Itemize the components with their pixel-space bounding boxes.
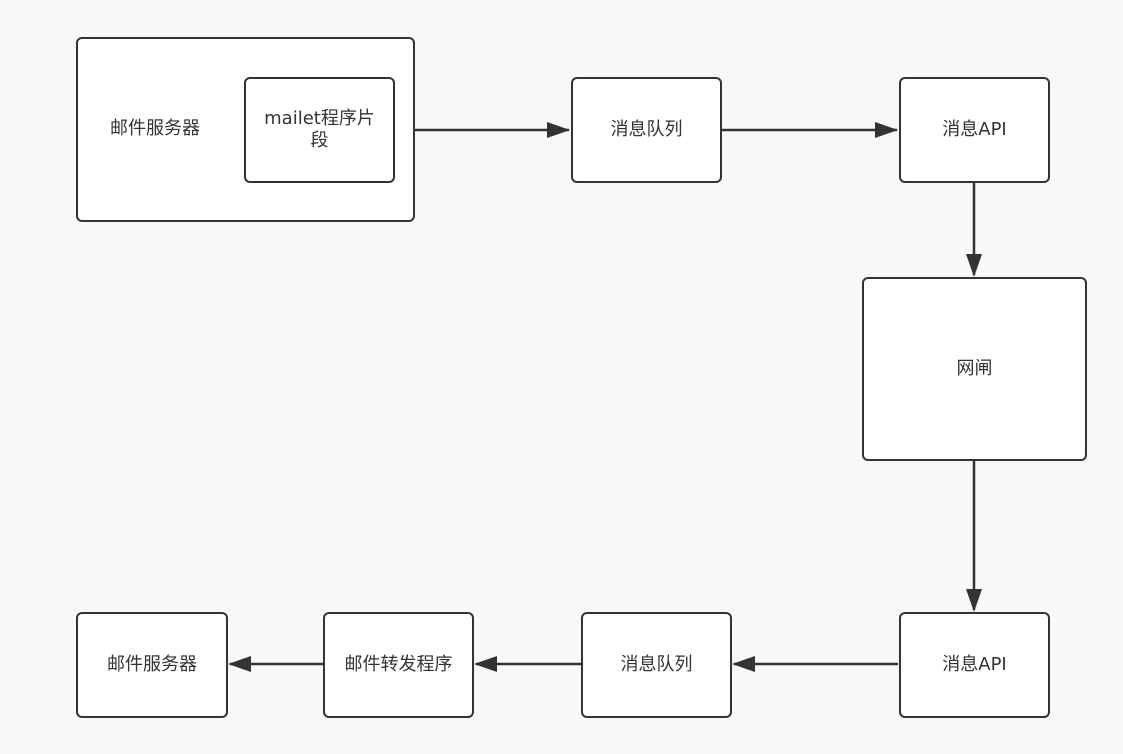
api-node-top[interactable]: 消息API xyxy=(899,77,1050,183)
forwarder-label: 邮件转发程序 xyxy=(344,654,453,675)
queue-node-bottom[interactable]: 消息队列 xyxy=(581,612,732,718)
mail-server-bottom-label: 邮件服务器 xyxy=(107,654,197,675)
gateway-node[interactable]: 网闸 xyxy=(862,277,1087,461)
mail-server-top-label: 邮件服务器 xyxy=(110,118,200,139)
mail-server-node-bottom[interactable]: 邮件服务器 xyxy=(76,612,228,718)
queue-bottom-label: 消息队列 xyxy=(620,654,693,675)
api-bottom-label: 消息API xyxy=(942,654,1007,675)
forwarder-node[interactable]: 邮件转发程序 xyxy=(323,612,474,718)
arrowhead-forwarder xyxy=(474,656,497,672)
mailet-node[interactable]: mailet程序片段 xyxy=(244,77,395,183)
queue-top-label: 消息队列 xyxy=(610,119,683,140)
arrowhead-mail-server-bottom xyxy=(228,656,251,672)
arrowhead-api-bottom xyxy=(966,589,982,612)
gateway-label: 网闸 xyxy=(956,358,993,379)
queue-node-top[interactable]: 消息队列 xyxy=(571,77,722,183)
mailet-label: mailet程序片段 xyxy=(264,108,375,151)
arrowhead-queue-bottom xyxy=(732,656,755,672)
arrowhead-gateway xyxy=(966,254,982,277)
arrowhead-api-top xyxy=(875,122,898,138)
api-top-label: 消息API xyxy=(942,119,1007,140)
arrowhead-queue-top xyxy=(547,122,570,138)
api-node-bottom[interactable]: 消息API xyxy=(899,612,1050,718)
